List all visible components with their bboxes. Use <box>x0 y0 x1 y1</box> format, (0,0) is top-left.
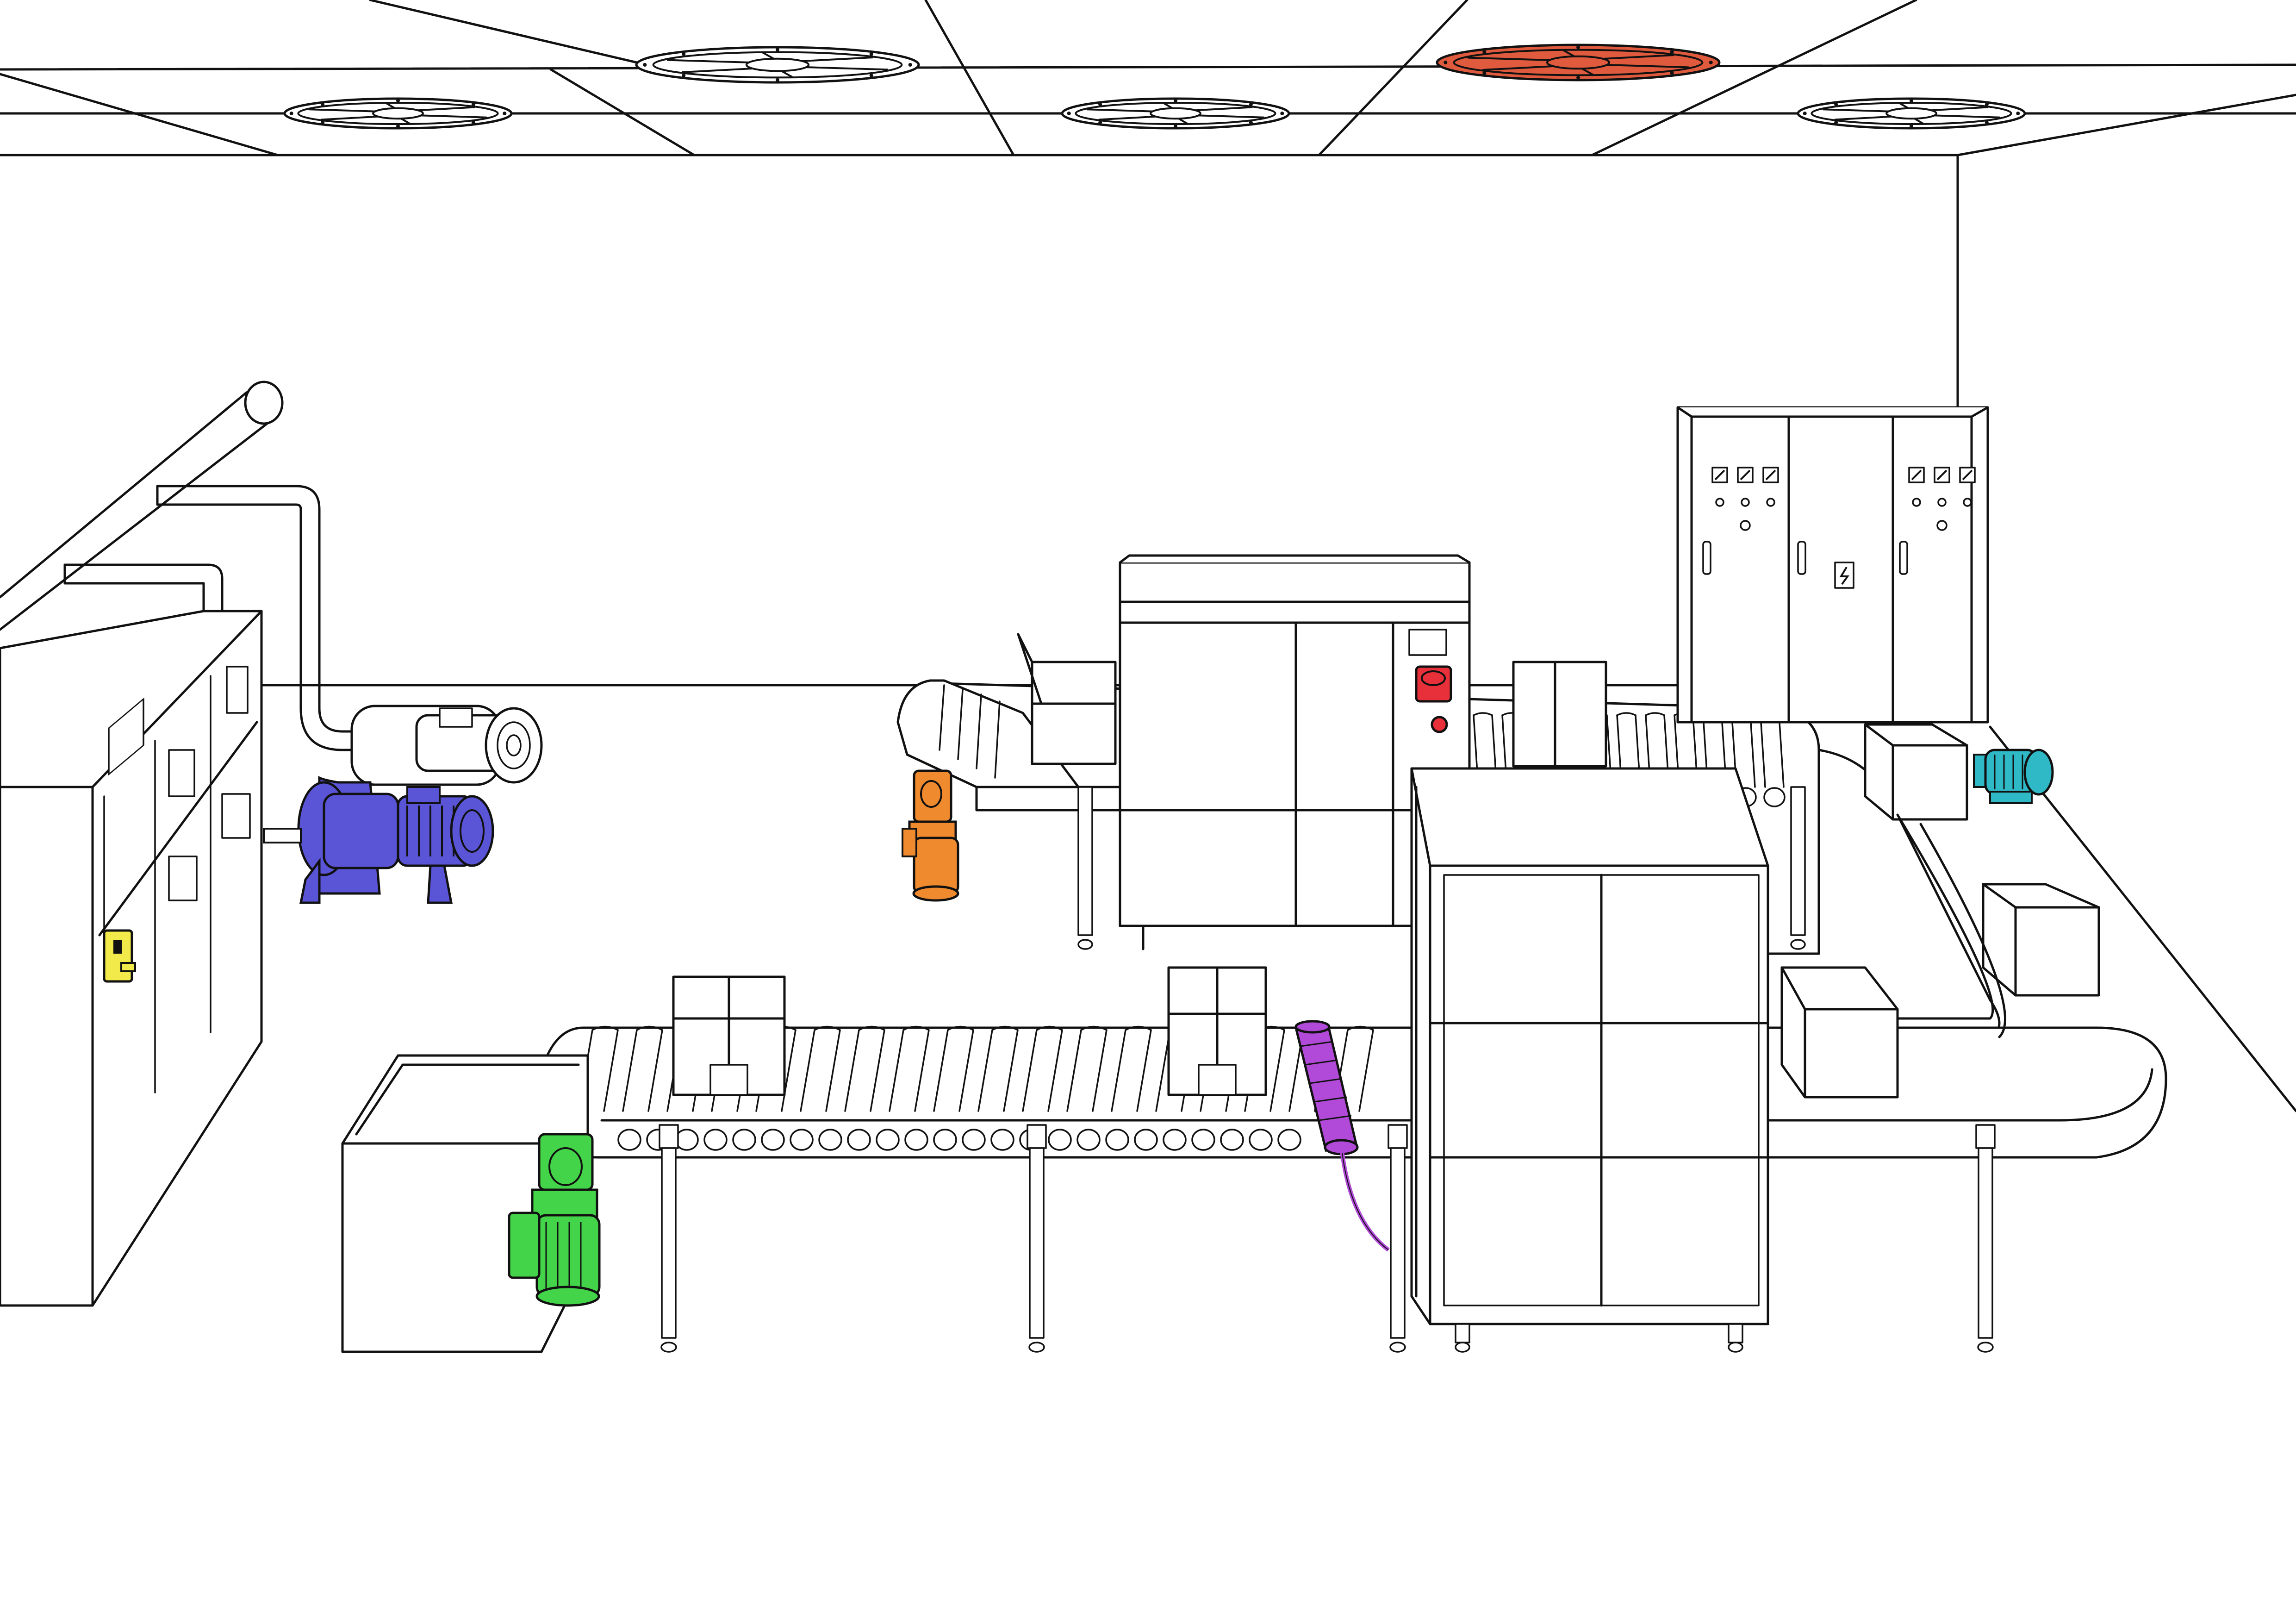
breaker-switch-icon <box>103 929 136 983</box>
front-machine <box>1410 767 1769 1353</box>
fan-icon <box>635 46 920 84</box>
fan-icon <box>1061 97 1290 130</box>
ceiling <box>0 0 2296 156</box>
emergency-stop-button <box>1415 665 1452 733</box>
box-icon <box>1017 633 1117 765</box>
electrical-cabinet-right <box>1676 406 1989 724</box>
gear-motor-front-icon <box>508 1133 601 1307</box>
roller-motor-icon <box>1294 1020 1390 1252</box>
box-icon <box>1864 723 1968 821</box>
gear-motor-back-icon <box>902 769 959 902</box>
fan-icon <box>283 97 513 130</box>
control-cabinet-left <box>0 610 263 1307</box>
box-icon <box>1780 966 1899 1099</box>
conveyor-motor-icon <box>1973 749 2054 804</box>
pump-motor-icon <box>263 775 494 904</box>
box-icon <box>1512 661 1607 768</box>
box-icon <box>1982 883 2100 997</box>
box-icon <box>1167 966 1267 1096</box>
box-icon <box>672 975 786 1096</box>
ceiling-fans <box>283 44 2026 130</box>
pipes <box>0 381 372 751</box>
lightning-icon <box>1834 562 1854 589</box>
fan-icon <box>1797 97 2026 130</box>
pump-back <box>350 705 543 786</box>
fan-icon <box>1436 44 1721 81</box>
